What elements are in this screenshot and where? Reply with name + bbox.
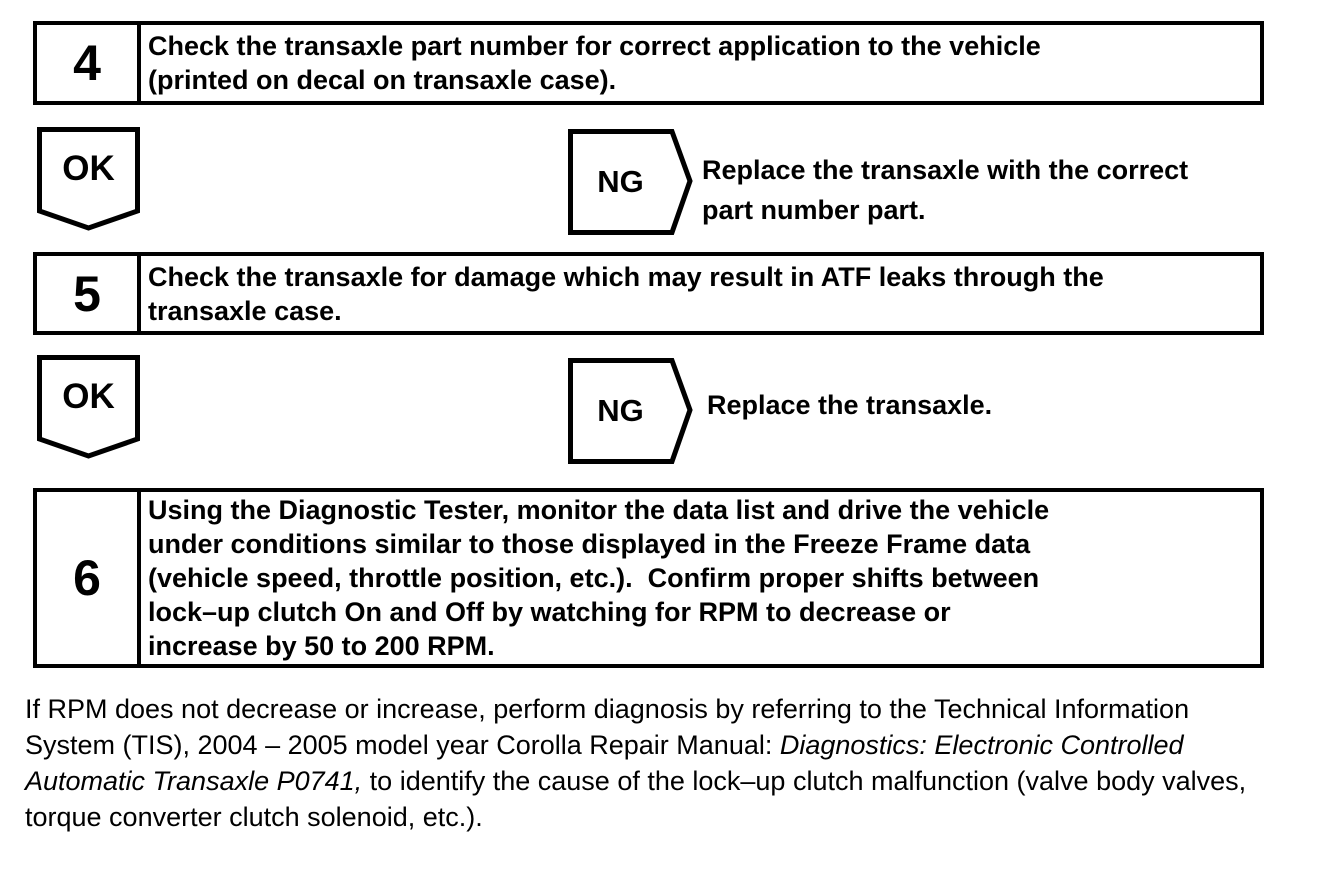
step-5-number: 5 — [37, 256, 141, 331]
footer-text-regular-1: If RPM does not decrease or increase, pe… — [25, 694, 1190, 760]
step-6-number: 6 — [37, 492, 141, 664]
step-5-box: 5 Check the transaxle for damage which m… — [33, 252, 1264, 335]
step-4-number: 4 — [37, 25, 141, 101]
ng-marker-1: NG — [568, 129, 693, 235]
step-4-instruction-cell: Check the transaxle part number for corr… — [141, 25, 1260, 101]
ng-action-2: Replace the transaxle. — [707, 390, 993, 420]
step-5-instruction-cell: Check the transaxle for damage which may… — [141, 256, 1260, 331]
ng-arrow-right-shape — [568, 358, 693, 464]
ng-arrow-right-shape — [568, 129, 693, 235]
step-4-box: 4 Check the transaxle part number for co… — [33, 21, 1264, 105]
ng-label-1: NG — [597, 164, 644, 199]
ng-action-1: Replace the transaxle with the correct p… — [702, 155, 1189, 225]
step-6-instruction: Using the Diagnostic Tester, monitor the… — [148, 495, 1050, 661]
footer-paragraph: If RPM does not decrease or increase, pe… — [25, 691, 1257, 835]
ok-label-1: OK — [62, 149, 115, 188]
ok-label-2: OK — [62, 377, 115, 416]
ok-arrow-down-shape — [37, 127, 140, 231]
ok-arrow-down-shape — [37, 355, 140, 459]
footer-text-regular-2: to identify the cause of the lock–up clu… — [25, 766, 1247, 832]
ok-marker-1: OK — [37, 127, 140, 231]
step-6-instruction-cell: Using the Diagnostic Tester, monitor the… — [141, 492, 1260, 664]
footer-text-italic: Diagnostics: Electronic Controlled Autom… — [25, 730, 1184, 796]
step-4-instruction: Check the transaxle part number for corr… — [148, 31, 1041, 95]
ng-label-2: NG — [597, 393, 644, 428]
step-5-instruction: Check the transaxle for damage which may… — [148, 261, 1104, 326]
ok-marker-2: OK — [37, 355, 140, 459]
step-6-box: 6 Using the Diagnostic Tester, monitor t… — [33, 488, 1264, 668]
ng-marker-2: NG — [568, 358, 693, 464]
